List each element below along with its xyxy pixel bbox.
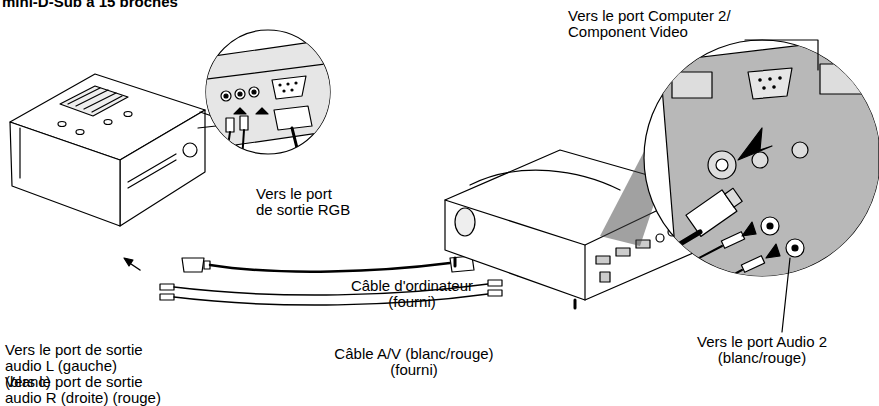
projector-port-inset xyxy=(644,36,879,310)
port-label: Vers le port Audio 2 (blanc/rouge) xyxy=(692,334,832,366)
heading: mini-D-Sub à 15 broches xyxy=(2,0,178,10)
port-label: Vers le port Computer 2/ Component Video xyxy=(568,8,743,40)
source-device xyxy=(10,74,205,226)
cable-label: Câble d'ordinateur (fourni) xyxy=(342,278,482,310)
source-port-inset xyxy=(198,30,340,160)
cable-label: Câble A/V (blanc/rouge) (fourni) xyxy=(330,346,498,378)
port-label: Vers le port de sortie audio R (droite) … xyxy=(5,374,167,406)
port-label: Vers le port de sortie RGB xyxy=(256,186,352,218)
leader-lines xyxy=(745,40,818,332)
